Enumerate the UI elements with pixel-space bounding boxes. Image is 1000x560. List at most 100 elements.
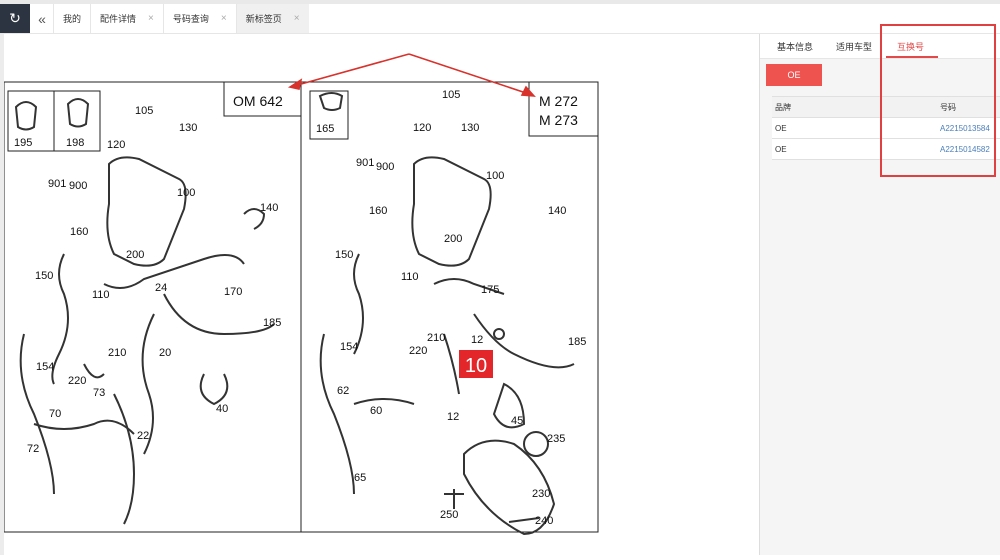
part-number-label: 65	[354, 472, 366, 484]
engine-label-right-1: M 272	[539, 93, 578, 109]
active-tab-underline	[886, 56, 938, 58]
part-number-label: 105	[135, 105, 153, 117]
part-number-label: 220	[409, 345, 427, 357]
part-number-label: 175	[481, 284, 499, 296]
close-icon[interactable]: ×	[293, 13, 300, 24]
part-number-label: 154	[36, 361, 54, 373]
part-number-label: 45	[511, 415, 523, 427]
cell-brand: OE	[775, 123, 787, 133]
radiator-left	[19, 333, 55, 495]
thermostat-housing	[463, 439, 556, 536]
header-number: 号码	[940, 102, 956, 112]
engine-box-right	[528, 81, 599, 137]
part-number-label: 160	[70, 226, 88, 238]
part-number-label: 160	[369, 205, 387, 217]
hose	[473, 313, 575, 369]
tab-label: 我的	[63, 14, 82, 24]
part-number-label: 170	[224, 286, 242, 298]
part-number-label: 154	[340, 341, 358, 353]
o-ring	[523, 431, 549, 457]
arrow-direction	[508, 517, 540, 523]
cell-number-link[interactable]: A2215013584	[940, 123, 990, 133]
tab-divider	[0, 33, 1000, 34]
double-chevron-left-icon[interactable]: «	[38, 10, 46, 27]
clamp	[66, 98, 90, 128]
part-number-label: 210	[427, 332, 445, 344]
top-strip	[0, 0, 1000, 4]
part-number-label: 150	[35, 270, 53, 282]
tab-label: 配件详情	[100, 14, 137, 24]
clamp	[199, 373, 229, 406]
panel-divider	[759, 34, 760, 555]
tab-new-tab[interactable]: 新标签页 ×	[235, 4, 309, 33]
tab-basic-info[interactable]: 基本信息	[777, 42, 814, 52]
close-icon[interactable]: ×	[148, 13, 154, 24]
header-brand: 品牌	[775, 102, 791, 112]
highlight-badge-label: 10	[465, 355, 487, 377]
part-number-label: 235	[547, 433, 565, 445]
part-number-label: 22	[137, 430, 149, 442]
part-number-label: 165	[316, 123, 334, 135]
left-scrollbar[interactable]	[0, 34, 4, 555]
hose	[353, 398, 415, 405]
callout-box	[53, 90, 101, 152]
tab-interchange[interactable]: 互换号	[897, 42, 925, 52]
bracket	[492, 382, 526, 429]
part-number-label: 230	[532, 488, 550, 500]
refresh-icon[interactable]: ↻	[0, 4, 30, 33]
part-number-label: 110	[92, 289, 110, 301]
tab-label: 新标签页	[245, 14, 282, 24]
clamp	[318, 92, 344, 111]
tab-bar: 我的 配件详情 × 号码查询× 新标签页 ×	[53, 4, 309, 33]
part-number-label: 73	[93, 387, 105, 399]
part-number-label: 200	[444, 233, 462, 245]
part-number-label: 900	[376, 161, 394, 173]
red-arrowhead	[520, 85, 536, 97]
hose	[141, 313, 155, 455]
annotation-red-box	[880, 24, 996, 177]
engine-label-right-2: M 273	[539, 112, 578, 128]
close-icon[interactable]: ×	[220, 13, 227, 24]
part-number-label: 200	[126, 249, 144, 261]
interchange-table: 品牌 号码 OE A2215013584 OE A2215014582	[772, 96, 1000, 160]
callout-box	[309, 90, 349, 140]
hose	[103, 254, 245, 289]
part-number-label: 24	[155, 282, 167, 294]
part-number-label: 72	[27, 443, 39, 455]
part-number-label: 70	[49, 408, 61, 420]
part-number-label: 150	[335, 249, 353, 261]
tab-applicable-models[interactable]: 适用车型	[836, 42, 873, 52]
part-number-label: 120	[413, 122, 431, 134]
oe-filter-button[interactable]: OE	[766, 64, 822, 86]
hose	[443, 333, 460, 395]
red-arrow-left	[293, 53, 410, 87]
part-number-label: 240	[535, 515, 553, 527]
cell-number-link[interactable]: A2215014582	[940, 144, 990, 154]
tab-mine[interactable]: 我的	[53, 4, 90, 33]
tab-number-query[interactable]: 号码查询×	[162, 4, 236, 33]
coolant-reservoir-left	[106, 156, 187, 267]
table-row: OE A2215014582	[772, 139, 1000, 160]
part-number-label: 195	[14, 137, 32, 149]
parts-diagram: OM 642 M 272 M 273	[3, 53, 599, 536]
hose	[163, 293, 275, 336]
hose	[433, 278, 505, 295]
part-number-label: 12	[471, 334, 483, 346]
tab-part-details[interactable]: 配件详情 ×	[90, 4, 163, 33]
coolant-reservoir-right	[411, 156, 492, 267]
part-number-label: 110	[401, 271, 419, 283]
part-number-label: 62	[337, 385, 349, 397]
part-number-label: 140	[548, 205, 566, 217]
part-number-label: 250	[440, 509, 458, 521]
o-ring	[493, 328, 505, 340]
cell-brand: OE	[775, 144, 787, 154]
part-number-label: 130	[179, 122, 197, 134]
part-number-label: 40	[216, 403, 228, 415]
hose	[33, 419, 135, 435]
part-number-label: 220	[68, 375, 86, 387]
table-row: OE A2215013584	[772, 118, 1000, 139]
radiator-right	[319, 333, 355, 495]
hose	[83, 363, 105, 379]
highlight-badge[interactable]	[459, 350, 493, 378]
table-header-row: 品牌 号码	[772, 96, 1000, 118]
